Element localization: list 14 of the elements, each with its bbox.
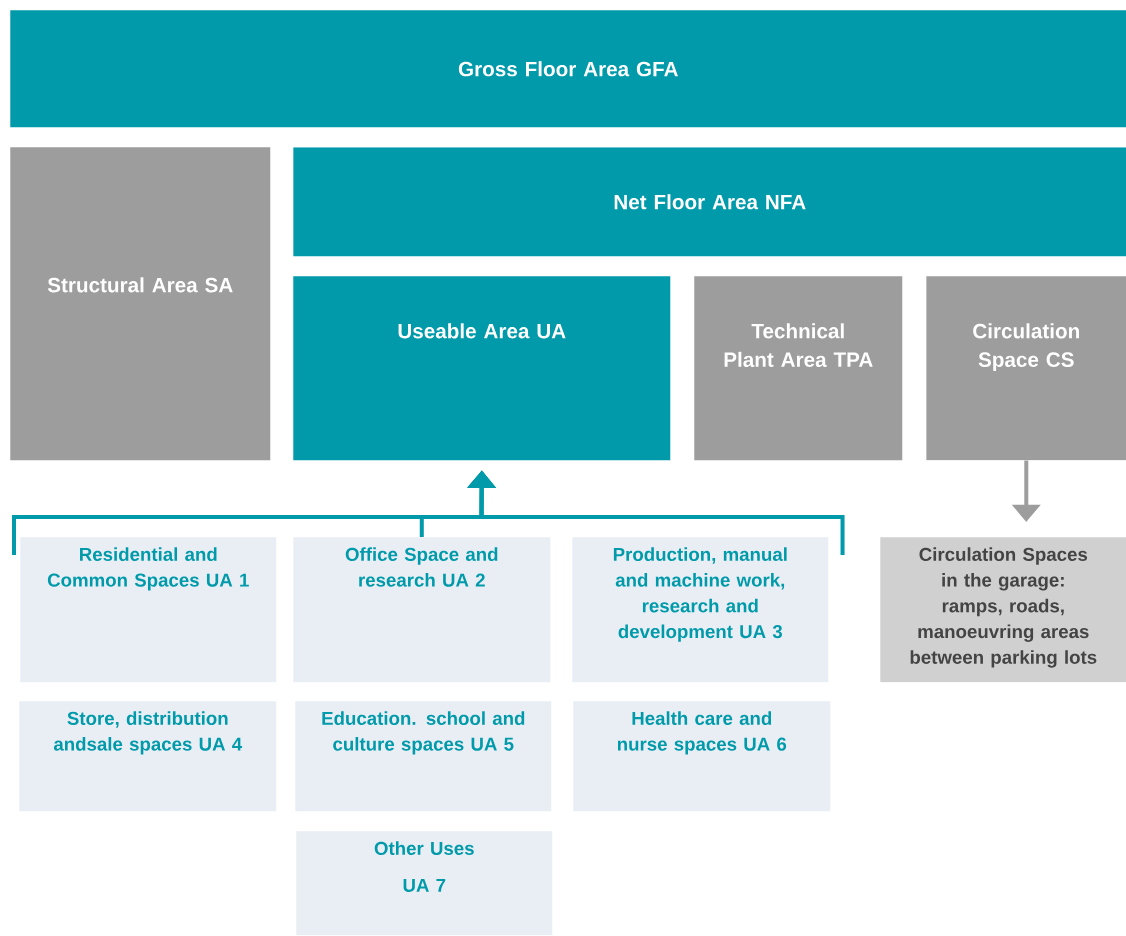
header-band: Net Floor Area NFA [293, 147, 1126, 257]
category-box: Other Uses UA 7 [296, 831, 553, 936]
category-box: Store, distribution andsale spaces UA 4 [19, 701, 277, 812]
category-box: Residential and Common Spaces UA 1 [20, 537, 277, 683]
area-box: Useable Area UA [293, 276, 671, 461]
category-box: Production, manual and machine work, research and development UA 3 [572, 537, 829, 683]
category-box: Education. school and culture spaces UA 5 [295, 701, 552, 812]
area-box: Structural Area SA [10, 147, 271, 461]
area-box: Circulation Space CS [926, 276, 1126, 461]
info-box: Circulation Spaces in the garage: ramps, roads, manoeuvring areas between parking lots [880, 537, 1126, 683]
category-box: Office Space and research UA 2 [293, 537, 551, 683]
category-box: Health care and nurse spaces UA 6 [573, 701, 831, 812]
header-band: Gross Floor Area GFA [10, 10, 1126, 128]
area-box: Technical Plant Area TPA [694, 276, 903, 461]
